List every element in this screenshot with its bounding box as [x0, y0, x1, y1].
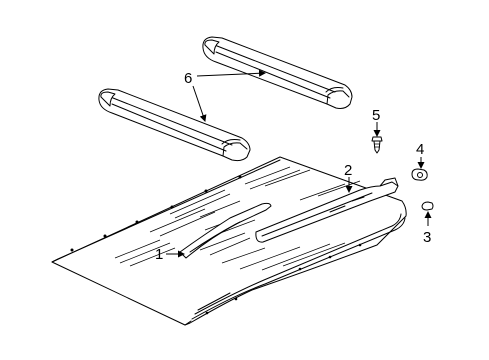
- clip-nut-icon: [411, 168, 428, 181]
- leader-lines: [166, 69, 432, 258]
- crossbar-front-icon: [98, 88, 251, 162]
- plug-icon: [421, 201, 434, 211]
- crossbar-rear-icon: [202, 36, 353, 109]
- callout-1: 1: [155, 246, 163, 263]
- callout-2: 2: [344, 162, 352, 179]
- screw-icon: [371, 136, 383, 154]
- callout-6: 6: [184, 70, 192, 87]
- roof-panel-icon: [51, 156, 407, 326]
- callout-3: 3: [423, 229, 431, 246]
- callout-5: 5: [372, 107, 380, 124]
- callout-4: 4: [416, 141, 424, 158]
